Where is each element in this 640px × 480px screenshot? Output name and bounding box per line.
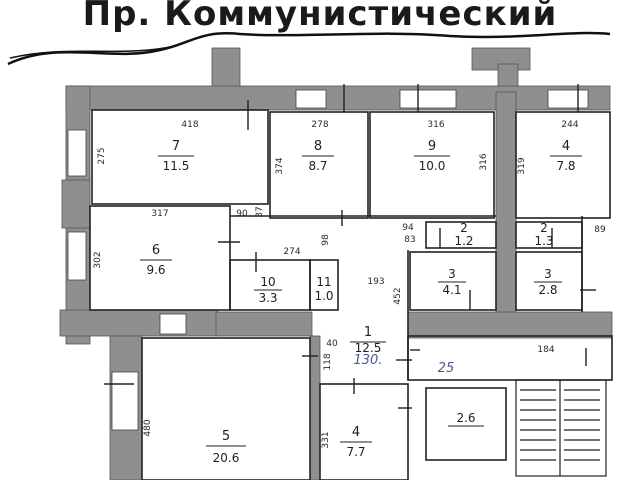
room-number: 1	[364, 325, 372, 340]
dimension-label: 37	[255, 206, 265, 217]
street-title: Пр. Коммунистический	[82, 0, 558, 34]
dimension-label: 244	[561, 120, 578, 130]
dimension-label: 374	[275, 157, 285, 174]
staircase	[515, 379, 607, 477]
room-area: 1.0	[314, 289, 333, 303]
room-number: 10	[260, 275, 275, 289]
room-labels: 7 11.5 8 8.7 9 10.0 4 7.8 6 9.6 2 1.2 2 …	[140, 139, 582, 465]
room-number: 3	[544, 267, 552, 281]
dimension-label: 94	[402, 223, 414, 233]
room-area: 1.3	[534, 234, 553, 248]
dimension-labels: 418 278 316 244 275 374 316 319 317 90 3…	[93, 120, 606, 449]
room-area: 20.6	[213, 451, 240, 465]
room-number: 11	[316, 275, 331, 289]
dimension-label: 40	[326, 339, 338, 349]
room-area: 9.6	[146, 263, 165, 277]
title-underline-2	[9, 45, 176, 59]
dimension-label: 90	[236, 209, 248, 219]
room-area: 8.7	[308, 159, 327, 173]
dimension-label: 418	[181, 120, 198, 130]
room-area: 3.3	[258, 291, 277, 305]
annotations: 130. 25	[354, 353, 455, 376]
dimension-label: 89	[594, 225, 606, 235]
dimension-label: 274	[283, 247, 300, 257]
room-number: 3	[448, 267, 456, 281]
dimension-label: 118	[323, 353, 333, 370]
room-number: 9	[428, 139, 436, 154]
dimension-label: 278	[311, 120, 328, 130]
room-number: 4	[562, 139, 570, 154]
handwritten-note: 25	[438, 361, 455, 376]
dimension-label: 83	[404, 235, 415, 245]
room-area: 12.5	[355, 341, 382, 355]
dimension-label: 316	[427, 120, 444, 130]
room-area: 10.0	[419, 159, 446, 173]
door-marks	[104, 84, 596, 409]
room-number: 4	[352, 425, 360, 440]
room-outlines	[89, 109, 613, 480]
room-number: 6	[152, 243, 160, 258]
room-area: 7.8	[556, 159, 575, 173]
room-area: 1.2	[454, 234, 473, 248]
room-number: 5	[222, 429, 230, 444]
dimension-label: 480	[143, 419, 153, 436]
handwritten-note: 130.	[354, 353, 383, 368]
dimension-label: 98	[321, 234, 331, 246]
room-area: 2.8	[538, 283, 557, 297]
dimension-label: 184	[537, 345, 554, 355]
dimension-label: 331	[321, 431, 331, 448]
room-number: 7	[172, 139, 180, 154]
dimension-label: 317	[151, 209, 168, 219]
room-number: 2	[540, 221, 548, 235]
dimension-label: 452	[393, 287, 403, 304]
dimension-label: 193	[367, 277, 384, 287]
windows	[67, 89, 589, 431]
dimension-label: 316	[479, 153, 489, 170]
dimension-label: 302	[93, 251, 103, 268]
room-number: 8	[314, 139, 322, 154]
room-area: 11.5	[163, 159, 190, 173]
dimension-label: 275	[97, 147, 107, 164]
room-area: 2.6	[456, 411, 475, 425]
title-underline	[7, 31, 611, 66]
room-area: 7.7	[346, 445, 365, 459]
dimension-label: 319	[517, 157, 527, 174]
room-number: 2	[460, 221, 468, 235]
room-area: 4.1	[442, 283, 461, 297]
